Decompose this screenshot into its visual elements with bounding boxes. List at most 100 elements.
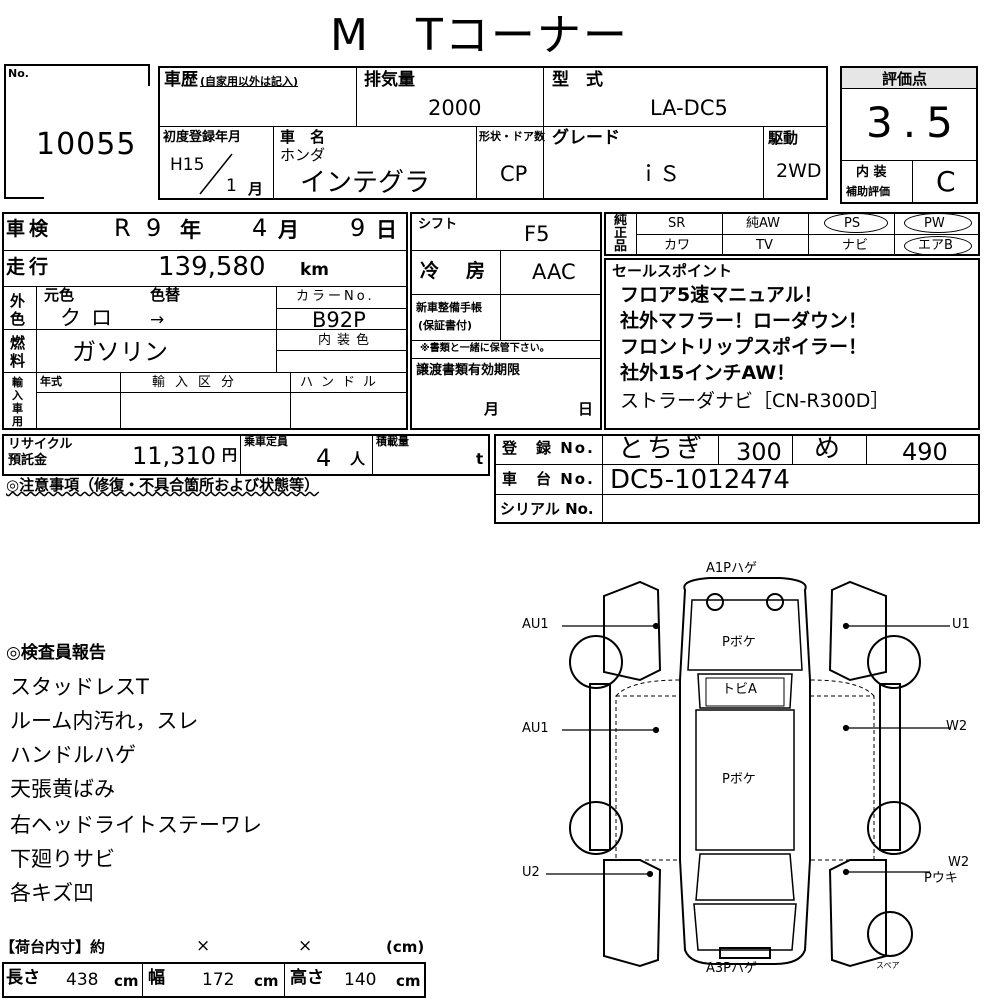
inspector-item: 天張黄ばみ [10,777,115,801]
first-registration-label: 初度登録年月 [163,130,242,145]
warranty-label-2: (保証書付) [418,319,473,332]
page-title: M Tコーナー [330,10,629,61]
shift-label: シフト [418,217,458,232]
rating-value: 3.5 [866,98,963,147]
diagram-label-right-rear: W2 [948,855,970,870]
equipment-item: PS [844,216,861,231]
lot-number-value: 10055 [36,127,137,162]
diagram-label-front: A1Pハゲ [706,561,758,576]
body-shape-label: 形状・ドア数 [479,130,545,143]
first-registration-month-unit: 月 [248,180,264,198]
sales-point-box [604,258,980,430]
diagram-label-right-rear-2: Pウキ [924,871,958,886]
sales-point-line: フロントリップスポイラー！ [620,336,868,358]
equipment-item: エアB [918,238,953,253]
aircon-value: AAC [532,260,576,284]
diagram-label-left-mid: AU1 [522,721,549,736]
drive-value: 2WD [776,160,822,182]
car-name: インテグラ [300,168,431,198]
chassis-label: 車 台 No. [502,470,595,488]
cargo-width-value: 172 [202,970,235,990]
warranty-label-1: 新車整備手帳 [416,301,482,314]
recycle-label-1: リサイクル [8,437,73,452]
color-change-label: 色替 [150,286,181,304]
inspection-month-unit: 月 [278,218,299,242]
sales-point-line: 社外15インチAW！ [620,362,796,384]
registration-class-number: 300 [736,438,782,466]
registration-label: 登 録 No. [502,439,595,457]
equipment-side-label: 純正品 [614,213,628,254]
registration-number: 490 [902,438,948,466]
inspection-day: 9 [350,214,366,242]
interior-rating-label-1: 内 装 [856,165,887,180]
model-label: 型 式 [552,70,603,90]
aircon-label: 冷 房 [420,260,490,282]
diagram-label-right-mid: W2 [946,719,968,734]
equipment-item: TV [756,238,773,253]
vehicle-header-grid [158,66,828,200]
displacement-value: 2000 [428,96,482,120]
model-value: LA-DC5 [650,96,728,120]
cargo-unit: (cm) [386,938,425,956]
grade-label: グレード [552,128,620,148]
diagram-label-roof: Pボケ [722,772,756,787]
car-name-label: 車 名 [280,128,326,146]
original-color-label: 元色 [44,286,75,304]
drive-label: 駆動 [768,129,799,147]
spec-grid-center [410,212,602,430]
registration-kana: め [814,434,841,464]
cargo-heading: 【荷台内寸】約 [0,938,106,956]
first-registration-year: H15 [170,155,205,175]
cargo-width-unit: cm [254,972,279,990]
sales-point-line: ストラーダナビ［CN-R300D］ [620,390,890,412]
inspection-label: 車検 [6,218,53,240]
inspection-year: 9 [146,214,162,242]
car-damage-diagram [546,577,950,968]
import-side-label: 輸入車用 [12,376,23,428]
recycle-value: 11,310 [132,442,216,470]
equipment-circle-mark [904,213,972,233]
inspector-item: 各キズ凹 [10,881,94,905]
inspector-item: 右ヘッドライトステーワレ [10,813,262,837]
rating-box [840,66,978,204]
lot-number-label: No. [8,67,29,80]
cargo-grid [2,962,426,998]
chassis-value: DC5-1012474 [610,465,790,495]
transfer-label: 譲渡書類有効期限 [416,363,521,378]
inspection-day-unit: 日 [376,218,397,242]
cargo-length-label: 長さ [6,968,40,988]
grade-value: ｉＳ [638,162,680,186]
load-unit: t [476,450,484,468]
transfer-month-unit: 月 [484,400,500,418]
equipment-item: カワ [664,238,691,253]
import-handle-label: ハンドル [300,375,385,390]
inspector-item: ルーム内汚れ，スレ [10,709,199,733]
cargo-width-label: 幅 [148,968,165,988]
color-change-arrow: → [150,310,165,330]
equipment-item: ナビ [842,238,869,253]
sales-point-line: フロア5速マニュアル！ [620,284,823,306]
import-class-label: 輸入区分 [152,375,245,390]
first-registration-month: 1 [226,176,237,196]
equipment-circle-mark [824,213,888,233]
history-label: 車歴 [164,70,198,90]
cargo-height-value: 140 [344,970,377,990]
registration-region: とちぎ [618,434,706,464]
cargo-height-label: 高さ [290,968,324,988]
registration-grid [494,434,980,524]
history-note: (自家用以外は記入) [200,75,299,88]
equipment-circle-mark [904,236,972,256]
original-color-value: クロ [60,306,122,330]
cargo-height-unit: cm [396,972,421,990]
color-code-label: カラーNo. [296,289,375,304]
sales-point-line: 社外マフラー！ローダウン！ [620,310,868,332]
diagram-label-windshield: トビA [722,682,757,697]
import-year-label: 年式 [40,375,62,388]
date-slash-icon [199,153,233,195]
cargo-times-1: × [196,936,211,956]
spec-grid-left [2,212,408,430]
capacity-unit: 人 [350,450,366,468]
transfer-day-unit: 日 [578,400,594,418]
diagram-label-rear: A3Pハゲ [706,961,758,976]
lot-number-box: No. 10055 [4,64,152,199]
